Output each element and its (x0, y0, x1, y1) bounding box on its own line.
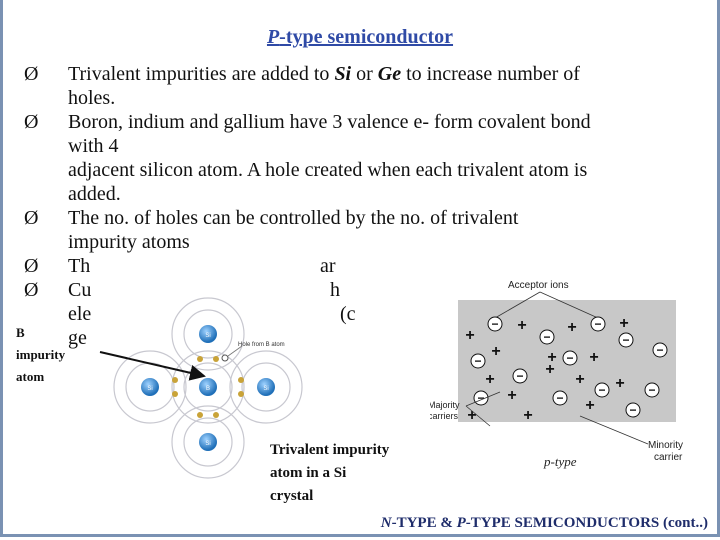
svg-text:+: + (567, 319, 576, 336)
boron-atom (199, 378, 217, 396)
svg-text:−: − (598, 383, 605, 397)
svg-text:p-type: p-type (543, 454, 577, 469)
svg-text:+: + (507, 387, 516, 404)
hole-marker (221, 354, 229, 362)
silicon-crystal-diagram: Hole from B atom Si Si B Si Si (113, 297, 303, 479)
bullet-list: Ø Trivalent impurities are added to Si o… (20, 62, 700, 350)
svg-text:+: + (467, 407, 476, 424)
svg-text:−: − (648, 383, 655, 397)
bullet-3-cont: impurity atoms (68, 231, 190, 253)
svg-text:+: + (585, 397, 594, 414)
b-impurity-label: B impurity atom (16, 325, 66, 384)
svg-text:+: + (615, 375, 624, 392)
bullet-2-cont: added. (68, 183, 121, 205)
svg-text:−: − (491, 317, 498, 331)
arrow-bullet-icon: Ø (24, 255, 39, 277)
svg-text:+: + (589, 349, 598, 366)
svg-text:−: − (556, 391, 563, 405)
bullet-1-cont: holes. (68, 87, 116, 109)
svg-text:−: − (477, 391, 484, 405)
arrow-bullet-icon: Ø (24, 279, 39, 301)
bullet-1: Ø Trivalent impurities are added to Si o… (24, 63, 580, 85)
svg-text:carrier: carrier (654, 452, 683, 463)
bullet-5: Ø Cu h (24, 279, 340, 301)
svg-text:−: − (622, 333, 629, 347)
svg-text:Si: Si (205, 441, 210, 447)
svg-text:−: − (566, 351, 573, 365)
bullet-5-cont: ele (c (68, 303, 356, 325)
si-atom (199, 433, 217, 451)
arrow-bullet-icon: Ø (24, 207, 39, 229)
svg-text:Si: Si (205, 333, 210, 339)
svg-text:+: + (619, 315, 628, 332)
arrow-bullet-icon: Ø (24, 111, 39, 133)
svg-text:B: B (206, 386, 210, 392)
svg-text:+: + (575, 371, 584, 388)
svg-text:−: − (629, 403, 636, 417)
slide-footer: N-TYPE & P-TYPE SEMICONDUCTORS (cont..) (380, 515, 708, 531)
svg-text:+: + (491, 343, 500, 360)
bullet-2-cont: adjacent silicon atom. A hole created wh… (68, 159, 588, 181)
svg-text:Majority: Majority (430, 400, 460, 410)
si-atom (141, 378, 159, 396)
si-atom (199, 325, 217, 343)
bullet-4: Ø Th ar (24, 255, 336, 277)
svg-text:−: − (543, 330, 550, 344)
svg-text:−: − (656, 343, 663, 357)
svg-text:+: + (465, 327, 474, 344)
svg-text:+: + (523, 407, 532, 424)
bullet-3: Ø The no. of holes can be controlled by … (24, 207, 519, 229)
arrow-bullet-icon: Ø (24, 63, 39, 85)
p-type-carrier-diagram: Acceptor ions −−− −−− −−− −−− − +++ +++ … (430, 280, 683, 469)
bullet-5-cont: ge (68, 327, 87, 349)
bullet-2: Ø Boron, indium and gallium have 3 valen… (24, 111, 591, 133)
svg-text:Minority: Minority (648, 440, 683, 451)
svg-text:Hole from B atom: Hole from B atom (238, 342, 285, 348)
svg-text:−: − (516, 369, 523, 383)
svg-text:Acceptor ions: Acceptor ions (508, 280, 569, 291)
svg-text:−: − (474, 354, 481, 368)
svg-text:+: + (545, 361, 554, 378)
bullet-2-cont: with 4 (68, 135, 119, 157)
si-atom (257, 378, 275, 396)
slide-title: P-type semiconductor (266, 26, 454, 48)
svg-text:+: + (517, 317, 526, 334)
svg-text:carriers: carriers (430, 411, 459, 421)
diagram-caption: Trivalent impurity atom in a Si crystal (270, 442, 390, 504)
svg-text:Si: Si (263, 386, 268, 392)
svg-text:+: + (485, 371, 494, 388)
svg-text:Si: Si (147, 386, 152, 392)
svg-text:−: − (594, 317, 601, 331)
svg-text:+: + (547, 349, 556, 366)
